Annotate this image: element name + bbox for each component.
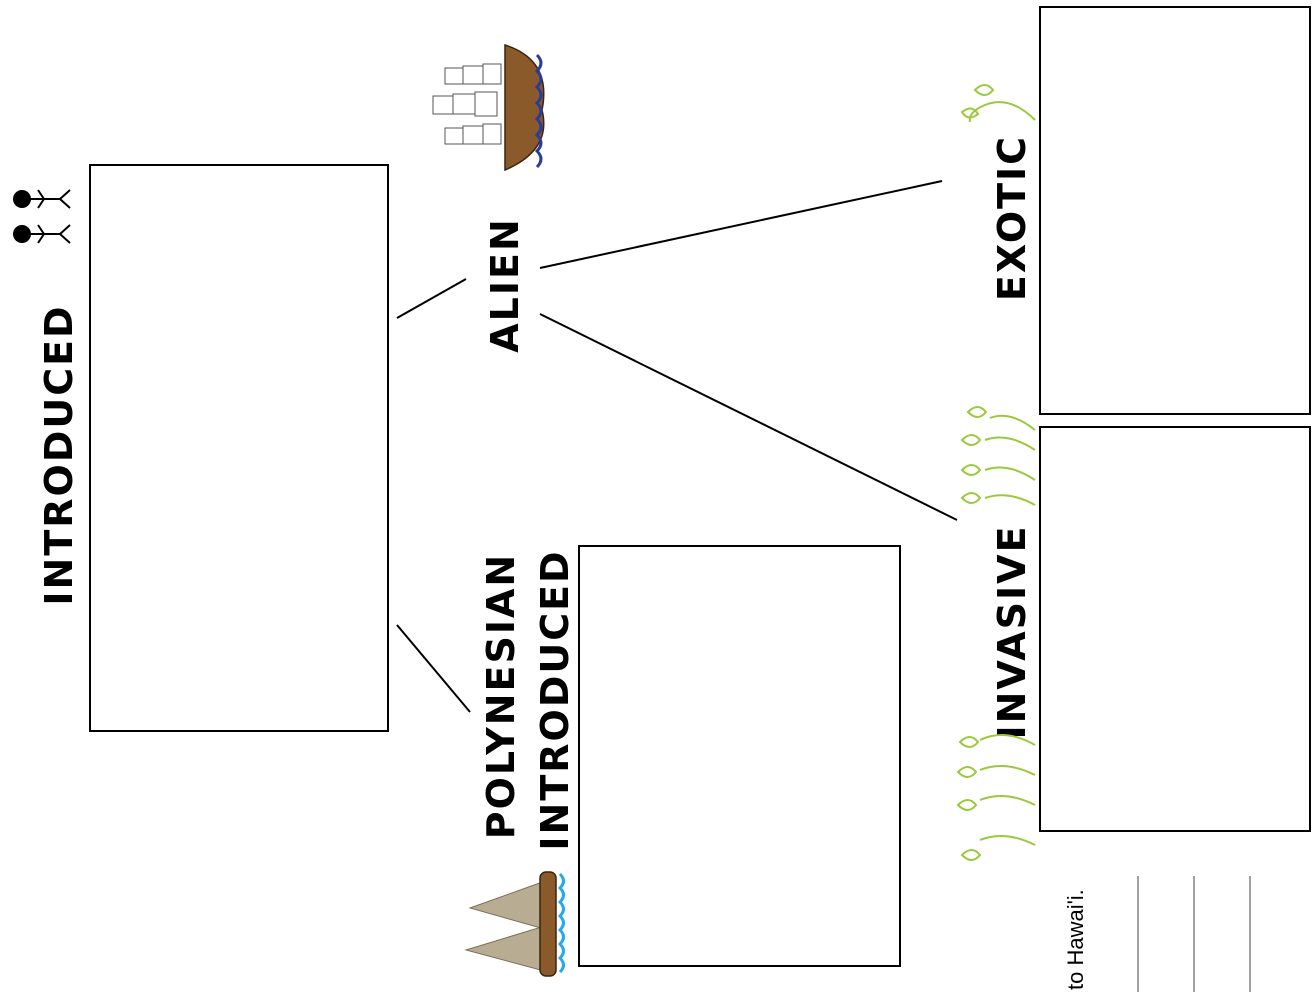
stick-figure-people-icon (13, 189, 71, 244)
voyaging-canoe-icon (464, 871, 565, 977)
connector-alien-exotic (539, 180, 943, 269)
sprout-icon (956, 734, 1036, 861)
polynesian-introduced-label: INTRODUCED (533, 549, 577, 850)
exotic-label: EXOTIC (990, 135, 1034, 301)
connector-introduced-alien (396, 278, 467, 319)
polynesian-label: POLYNESIAN (479, 553, 523, 839)
alien-label: ALIEN (483, 217, 527, 353)
connector-alien-invasive (539, 313, 958, 521)
connector-introduced-polynesian (396, 624, 471, 713)
introduced-label: INTRODUCED (37, 304, 81, 605)
introduced-answer-box[interactable] (89, 164, 389, 732)
invasive-answer-box[interactable] (1039, 426, 1311, 832)
sprout-icon (960, 406, 1036, 506)
exotic-answer-box[interactable] (1039, 6, 1311, 415)
sentence-fragment: to Hawai'i. (1063, 889, 1088, 990)
polynesian-introduced-answer-box[interactable] (578, 545, 901, 967)
sailing-ship-icon (432, 43, 545, 172)
invasive-label: INVASIVE (990, 524, 1034, 739)
sprout-icon (960, 84, 1036, 123)
